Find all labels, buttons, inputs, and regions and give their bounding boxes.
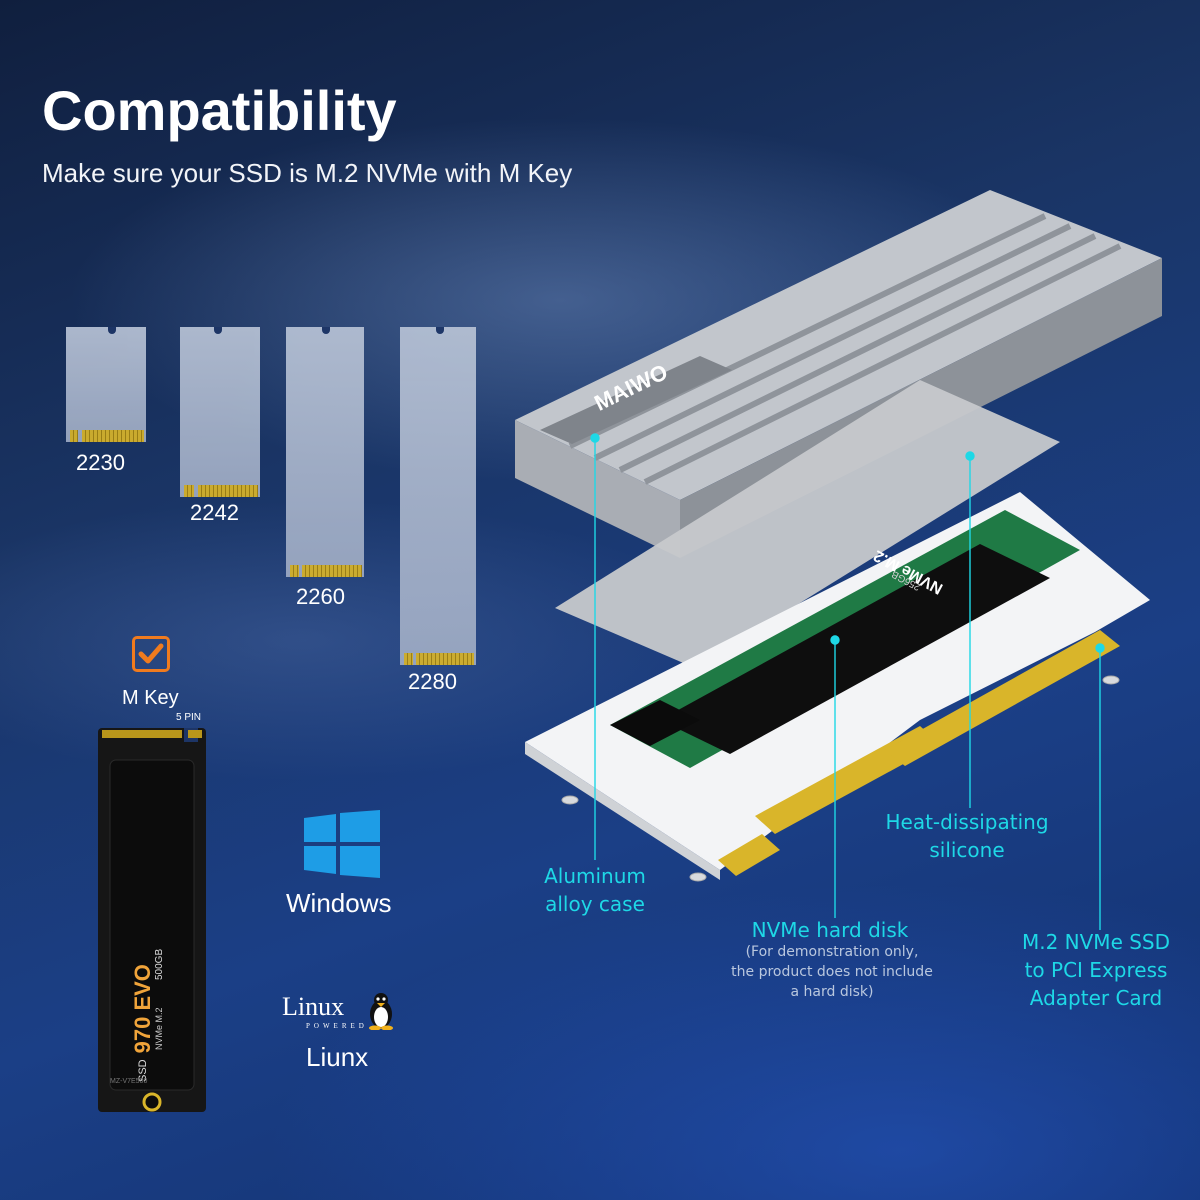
ssd-model-label: SSD 970 EVO NVMe M.2 500GB (110, 882, 190, 1102)
callout-nvme-note: (For demonstration only, the product doe… (712, 942, 952, 1002)
callout-adapter-line1: M.2 NVMe SSD (1021, 930, 1171, 954)
callout-silicone-line1: Heat-dissipating (885, 810, 1049, 834)
callout-aluminum-case: Aluminum alloy case (530, 862, 660, 918)
callout-silicone: Heat-dissipating silicone (872, 808, 1062, 864)
mkey-label: M Key (122, 687, 179, 709)
size-label-2242: 2242 (190, 500, 239, 525)
ssd-capacity: 500GB (154, 948, 165, 980)
callout-silicone-line2: silicone (929, 838, 1005, 862)
ssd-sticker-text: MZ-V7E500 (110, 1078, 148, 1085)
callout-adapter-line3: Adapter Card (1029, 986, 1163, 1010)
callout-aluminum-line1: Aluminum (544, 864, 646, 888)
size-label-2260: 2260 (296, 584, 345, 609)
page-subtitle: Make sure your SSD is M.2 NVMe with M Ke… (42, 158, 573, 188)
ssd-product-image: 5 PIN SSD 970 EVO NVMe M.2 500GB MZ-V7E5… (98, 712, 206, 1112)
size-label-2230: 2230 (76, 450, 125, 475)
checkbox-checked-icon (132, 636, 170, 672)
callout-nvme-disk: NVMe hard disk (730, 916, 930, 944)
pcie-adapter-card (525, 492, 1150, 880)
ssd-size-2280 (400, 327, 476, 665)
linux-logo-sub: POWERED (306, 1022, 368, 1030)
linux-logo-text: Linux (282, 992, 345, 1021)
windows-logo-icon (304, 810, 380, 882)
mounting-screws (561, 675, 1120, 882)
ssd-pin-label: 5 PIN (176, 712, 202, 723)
ssd-interface: NVMe M.2 (154, 1007, 164, 1050)
size-label-2280: 2280 (408, 669, 457, 694)
ssd-size-2260 (286, 327, 364, 577)
ssd-size-2230 (66, 327, 146, 442)
page-title: Compatibility (42, 79, 397, 142)
callout-adapter-line2: to PCI Express (1024, 958, 1168, 982)
ssd-model: 970 EVO (130, 964, 155, 1054)
windows-label: Windows (286, 888, 392, 918)
callout-nvme-title: NVMe hard disk (751, 918, 909, 942)
thermal-silicone-pad (555, 380, 1060, 668)
callout-nvme-note1: (For demonstration only, (745, 944, 919, 960)
callout-adapter-card: M.2 NVMe SSD to PCI Express Adapter Card (1004, 928, 1188, 1012)
callout-aluminum-line2: alloy case (545, 892, 645, 916)
callout-nvme-note2: the product does not include (731, 964, 933, 980)
ssd-size-2242 (180, 327, 260, 497)
linux-tux-icon: Linux POWERED (282, 990, 412, 1036)
callout-nvme-note3: a hard disk) (790, 984, 874, 1000)
callout-lines (590, 433, 1105, 930)
adapter-exploded-illustration (515, 190, 1162, 930)
linux-label: Liunx (306, 1042, 369, 1072)
